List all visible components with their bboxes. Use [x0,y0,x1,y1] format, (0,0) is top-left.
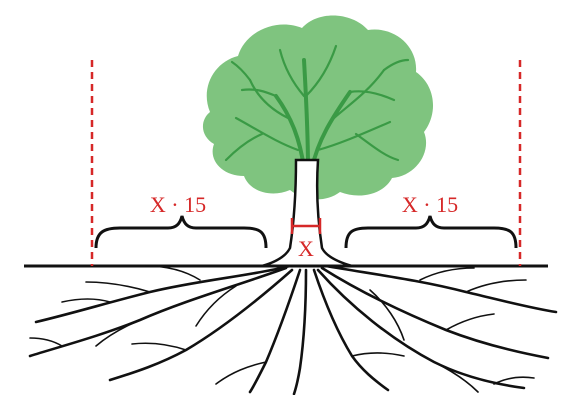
left-distance-label: X · 15 [150,192,206,217]
canopy-icon [202,15,434,200]
trunk-width-marker [290,218,322,234]
right-distance-label: X · 15 [402,192,458,217]
trunk-width-label: X [298,236,314,261]
right-curly-brace [344,215,518,249]
root-system [28,264,558,395]
tree-canopy [202,15,434,200]
left-curly-brace [94,215,268,249]
branch-lines [224,44,410,170]
